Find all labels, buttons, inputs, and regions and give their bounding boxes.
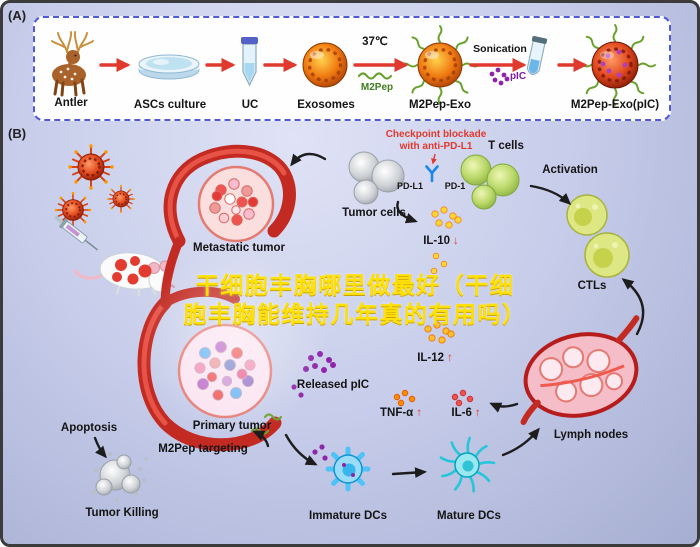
il6-dots	[451, 389, 474, 407]
tnf-dots	[393, 389, 416, 407]
tumor-killing-art	[91, 452, 148, 502]
tnf-up-arrow: ↑	[416, 407, 423, 419]
exosome-icon	[302, 42, 348, 88]
metastatic-tumor-label: Metastatic tumor	[192, 242, 286, 254]
il10-label: IL-10↓	[423, 235, 459, 247]
watermark-text-line1: 干细胞丰胸哪里做最好（干细	[195, 272, 515, 298]
activation-label: Activation	[542, 164, 598, 176]
temperature-label: 37℃	[362, 36, 388, 48]
m2pep-exo-icon	[400, 25, 480, 105]
il12-label: IL-12↑	[417, 352, 453, 364]
primary-tumor-label: Primary tumor	[192, 420, 272, 432]
virus-particle-icon	[53, 143, 136, 230]
sonication-label: Sonication	[473, 43, 527, 55]
il12-up-arrow: ↑	[447, 352, 453, 364]
ctl-cells-art	[566, 194, 630, 278]
tumor-cells-label: Tumor cells	[342, 207, 406, 219]
il6-up-arrow: ↑	[474, 407, 481, 419]
tnf-alpha-label: TNF-α↑	[379, 407, 423, 419]
cytokine-trail-dots	[430, 252, 448, 275]
pic-label: pIC	[509, 71, 527, 82]
mature-dcs-label: Mature DCs	[437, 510, 501, 522]
t-cells-label: T cells	[488, 140, 524, 152]
m2pep-targeting-label: M2Pep targeting	[158, 443, 248, 455]
watermark-logo	[140, 246, 330, 436]
step-label-m2pep-exo: M2Pep-Exo	[409, 99, 471, 111]
mature-dc-icon	[439, 436, 496, 493]
released-pic-label: Released pIC	[296, 379, 370, 391]
il6-label: IL-6↑	[451, 407, 481, 419]
il10-down-arrow: ↓	[453, 235, 459, 247]
tumor-killing-label: Tumor Killing	[85, 507, 159, 519]
step-label-ascs-culture: ASCs culture	[133, 99, 207, 111]
deer-icon	[51, 31, 94, 97]
ctls-label: CTLs	[577, 280, 607, 292]
lymph-node-icon	[520, 315, 640, 425]
checkpoint-blockade-line1: Checkpoint blockade	[385, 129, 487, 140]
m2pep-label: M2Pep	[360, 82, 394, 93]
figure-art	[51, 24, 656, 502]
step-label-uc: UC	[241, 99, 259, 111]
step-label-exosomes: Exosomes	[297, 99, 355, 111]
sonication-tube-icon	[526, 35, 548, 75]
step-label-antler: Antler	[54, 97, 88, 109]
pic-near-dc-dots	[312, 444, 328, 461]
immature-dc-icon	[325, 446, 371, 492]
panel-b-label: (B)	[8, 126, 27, 141]
pd-1-label: PD-1	[444, 181, 466, 191]
checkpoint-blockade-line2: with anti-PD-L1	[399, 141, 473, 152]
metastatic-tumor-art	[163, 144, 296, 248]
panel-a-label: (A)	[8, 8, 27, 23]
lymph-nodes-label: Lymph nodes	[553, 429, 629, 441]
flow-arrows	[93, 152, 645, 478]
checkpoint-pointer	[431, 153, 437, 165]
apoptosis-label: Apoptosis	[60, 422, 118, 434]
petri-dish-icon	[138, 54, 200, 80]
m2pep-exo-pic-icon	[574, 24, 656, 106]
step-label-m2pep-exo-pic: M2Pep-Exo(pIC)	[570, 99, 660, 111]
pd-l1-label: PD-L1	[396, 181, 424, 191]
t-cells-art	[460, 154, 520, 210]
centrifuge-tube-icon	[241, 37, 258, 87]
syringe-icon	[53, 215, 99, 251]
tumor-cells-art	[348, 151, 405, 205]
anti-pd-l1-antibody-icon	[425, 165, 439, 183]
il10-dots	[431, 206, 462, 229]
pic-dots	[489, 67, 510, 86]
m2pep-peptide-icon	[357, 72, 393, 80]
watermark-text-line2: 胞丰胸能维持几年真的有用吗）	[183, 301, 527, 327]
il12-dots	[424, 321, 455, 344]
immature-dcs-label: Immature DCs	[309, 510, 387, 522]
